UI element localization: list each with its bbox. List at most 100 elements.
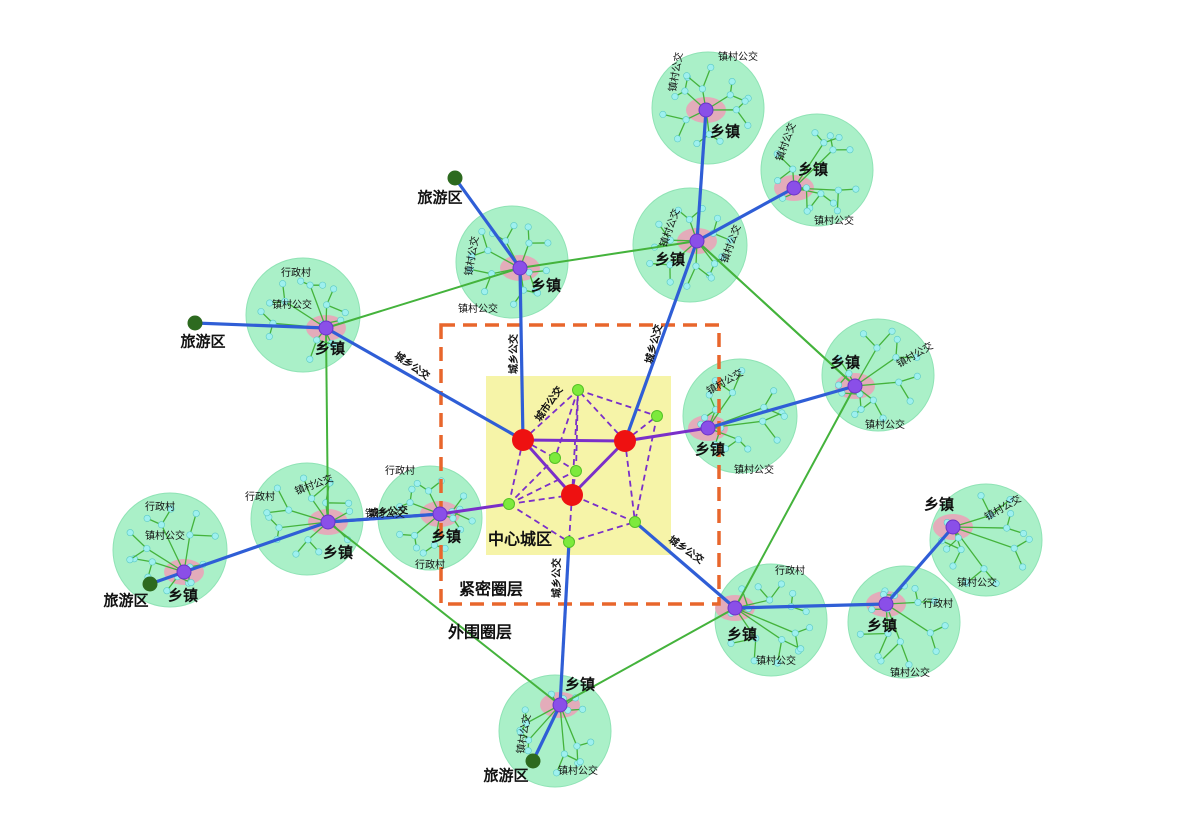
- village-dot: [873, 344, 881, 352]
- city-bus-dashed-link: [571, 389, 579, 496]
- village-dot: [693, 140, 701, 148]
- city-stop-node: [503, 498, 515, 510]
- urban-rural-link: [518, 267, 525, 441]
- tourist-area-node: [187, 315, 203, 331]
- village-label: 行政村: [245, 490, 275, 503]
- village-dot: [126, 556, 134, 564]
- township-label: 乡镇: [727, 626, 757, 644]
- town-link: [559, 607, 736, 706]
- village-dot: [157, 521, 165, 529]
- village-route: [266, 509, 289, 514]
- village-dot: [478, 227, 486, 235]
- township-node: [320, 514, 336, 530]
- links: [149, 109, 955, 762]
- village-dot: [560, 750, 568, 758]
- township-clusters: [112, 51, 1043, 788]
- village-dot: [718, 253, 726, 261]
- village-dot: [315, 548, 323, 556]
- village-dot: [845, 370, 853, 378]
- village-dot: [905, 661, 913, 669]
- town-link: [327, 521, 561, 706]
- city-bus-dashed-link: [577, 389, 658, 417]
- village-dot: [126, 529, 134, 537]
- township-label: 乡镇: [323, 544, 353, 562]
- township-node: [786, 180, 802, 196]
- city-bus-dashed-link: [522, 389, 579, 441]
- township-label: 乡镇: [655, 251, 685, 269]
- village-dot: [481, 288, 489, 296]
- village-dot: [674, 135, 682, 143]
- village-dot: [666, 278, 674, 286]
- village-dot: [186, 531, 194, 539]
- village-dot: [963, 579, 971, 587]
- village-dot: [525, 239, 533, 247]
- village-dot: [510, 300, 518, 308]
- village-dot: [682, 116, 690, 124]
- village-dot: [943, 545, 951, 553]
- village-dot: [266, 299, 274, 307]
- city-bus-dashed-link: [508, 470, 577, 505]
- village-dot: [868, 605, 876, 613]
- village-dot: [524, 223, 532, 231]
- village-dot: [306, 355, 314, 363]
- village-dot: [705, 391, 713, 399]
- village-dot: [977, 492, 985, 500]
- village-dot: [778, 636, 786, 644]
- village-dot: [744, 121, 752, 129]
- town-village-bus-label: 镇村公交: [890, 666, 930, 679]
- village-dot: [698, 85, 706, 93]
- town-link: [696, 240, 856, 387]
- village-dot: [716, 137, 724, 145]
- village-dot: [646, 259, 654, 267]
- village-dot: [811, 129, 819, 137]
- urban-rural-bus-label: 城乡公交: [666, 533, 706, 567]
- village-dot: [835, 381, 843, 389]
- village-dot: [802, 608, 810, 616]
- village-dot: [419, 549, 427, 557]
- village-dot: [834, 186, 842, 194]
- village-dot: [884, 629, 892, 637]
- city-bus-link: [570, 439, 627, 497]
- village-dot: [992, 579, 1000, 587]
- village-dot: [659, 110, 667, 118]
- village-dot: [468, 252, 476, 260]
- village-dot: [573, 742, 581, 750]
- center-city-node: [561, 484, 583, 506]
- urban-rural-bus-label: 城乡公交: [507, 334, 520, 374]
- center-zone: [439, 323, 721, 606]
- township-cluster: [760, 113, 874, 227]
- village-dot: [931, 597, 939, 605]
- village-dot: [430, 541, 438, 549]
- village-dot: [211, 532, 219, 540]
- township-node: [552, 697, 568, 713]
- city-bus-dashed-link: [624, 415, 658, 442]
- village-dot: [820, 139, 828, 147]
- village-dot: [553, 769, 561, 777]
- town-village-bus-label: 镇村公交: [756, 654, 796, 667]
- village-dot: [468, 517, 476, 525]
- tourist-area-label: 旅游区: [483, 767, 528, 785]
- village-dot: [734, 436, 742, 444]
- village-label: 行政村: [385, 464, 415, 477]
- center-city-node: [614, 430, 636, 452]
- village-dot: [738, 367, 746, 375]
- village-dot: [666, 261, 674, 269]
- village-dot: [143, 545, 151, 553]
- nodes: [142, 102, 961, 769]
- village-dot: [829, 199, 837, 207]
- township-node: [176, 564, 192, 580]
- village-dot: [683, 72, 691, 80]
- city-bus-dashed-link: [568, 494, 573, 543]
- urban-rural-link: [707, 384, 856, 430]
- town-link: [325, 327, 329, 523]
- township-node: [945, 519, 961, 535]
- township-node: [698, 102, 714, 118]
- urban-rural-link: [327, 512, 441, 524]
- village-dot: [187, 579, 195, 587]
- village-dot: [752, 634, 760, 642]
- village-dot: [817, 190, 825, 198]
- urban-rural-link: [531, 704, 562, 762]
- city-bus-dashed-link: [508, 503, 570, 543]
- village-dot: [579, 705, 587, 713]
- village-dot: [806, 624, 814, 632]
